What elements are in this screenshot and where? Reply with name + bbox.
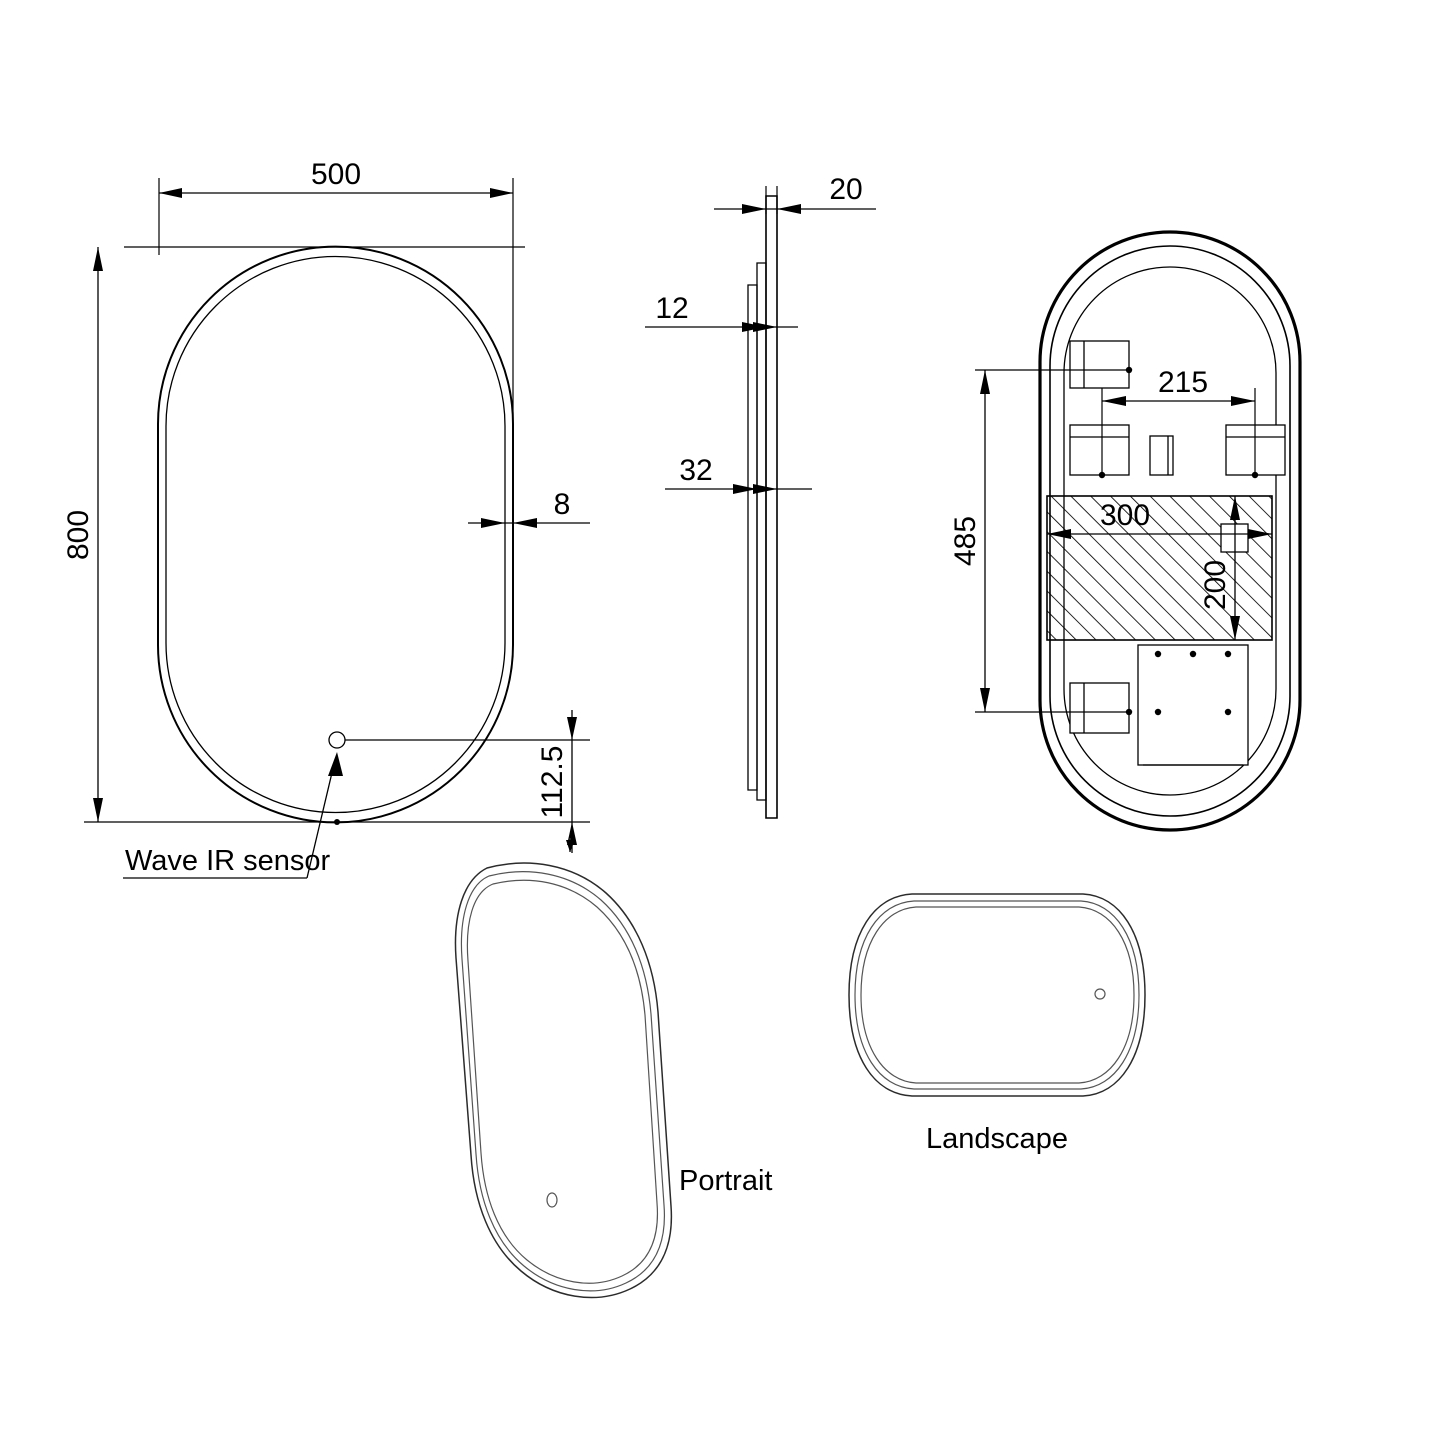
driver-outline (1046, 495, 1273, 641)
side-mid-band (756, 262, 767, 801)
iso-portrait-glass-line (466, 879, 659, 1284)
rear-block-mid-left (1069, 424, 1130, 476)
dim-200-label: 200 (1199, 560, 1232, 610)
front-view-group: 500 800 8 Wave IR sensor (62, 158, 590, 879)
dim-500-label: 500 (311, 158, 361, 191)
wave-ir-sensor-label: Wave IR sensor (125, 845, 331, 877)
dim-800-arrow-top (93, 247, 103, 271)
dim-112-5-label: 112.5 (536, 746, 569, 819)
rear-top-bracket-dot (1125, 366, 1133, 374)
side-back-band (747, 284, 758, 791)
rear-bracket-bottom-left (1069, 682, 1130, 734)
dim-800-label: 800 (62, 510, 95, 560)
side-view-group: 20 12 32 (645, 173, 876, 819)
iso-portrait-inner-edge (460, 871, 666, 1292)
dim-500-arrow-left (159, 188, 182, 198)
iso-landscape-sensor (1094, 988, 1106, 1000)
rear-bottom-bracket-dot (1125, 708, 1133, 716)
rear-view-group: 215 300 200 (949, 230, 1302, 832)
iso-landscape-group: Landscape (848, 893, 1146, 1155)
dim-112-5-arrow-top (567, 717, 577, 740)
dim-32-arrow-left (733, 484, 757, 494)
dim-300-label: 300 (1100, 499, 1150, 532)
rear-shell-ring (1049, 245, 1291, 817)
dim-200-arrow-top (1230, 496, 1240, 520)
iso-landscape-label: Landscape (926, 1123, 1068, 1155)
dim-485-arrow-top (980, 370, 990, 394)
dim-8-arrow-right (513, 518, 537, 528)
rear-backpanel-outline (1063, 266, 1277, 796)
front-inner-outline (165, 255, 506, 814)
dim-20-arrow-right (777, 204, 801, 214)
dim-20-label: 20 (829, 173, 862, 206)
iso-landscape-inner-edge (854, 900, 1140, 1090)
side-front-plate (765, 195, 778, 819)
rear-block-mid-centre (1149, 435, 1174, 476)
rear-outer-outline (1038, 230, 1302, 832)
iso-portrait-top-tick-arrow (566, 840, 575, 852)
wave-ir-sensor-hole (328, 731, 346, 749)
dim-20-arrow-left (742, 204, 766, 214)
dim-12-label: 12 (655, 292, 688, 325)
dim-12-arrow-right (753, 322, 777, 332)
front-outer-outline (157, 245, 514, 824)
iso-portrait-group: Portrait (454, 838, 772, 1299)
iso-portrait-sensor (546, 1192, 558, 1208)
dim-215-label: 215 (1158, 366, 1208, 399)
dim-215-arrow-right (1231, 396, 1255, 406)
dim-215-arrow-left (1102, 396, 1126, 406)
iso-landscape-mirror-face (848, 893, 1146, 1097)
dim-32-label: 32 (679, 454, 712, 487)
dim-215-dot-right (1251, 471, 1259, 479)
dim-485-label: 485 (949, 516, 982, 566)
dim-500-arrow-right (490, 188, 513, 198)
dim-8-arrow-left (481, 518, 505, 528)
sensor-leader-line (306, 759, 336, 879)
dim-300-arrow-right (1248, 529, 1272, 539)
dim-32-arrow-right (753, 484, 777, 494)
iso-portrait-label: Portrait (679, 1165, 772, 1197)
dim-8-label: 8 (554, 488, 571, 521)
iso-portrait-mirror-face (454, 862, 673, 1299)
iso-landscape-glass-line (860, 906, 1135, 1084)
dim-485-arrow-bottom (980, 688, 990, 712)
front-bottom-centre-dot (334, 819, 340, 825)
dim-800-arrow-bottom (93, 798, 103, 822)
sensor-leader-arrow (328, 752, 343, 776)
rear-control-box (1137, 644, 1249, 766)
dim-215-dot-left (1098, 471, 1106, 479)
dim-200-arrow-bottom (1230, 616, 1240, 640)
dim-300-arrow-left (1047, 529, 1071, 539)
rear-bracket-top-left (1069, 340, 1130, 389)
